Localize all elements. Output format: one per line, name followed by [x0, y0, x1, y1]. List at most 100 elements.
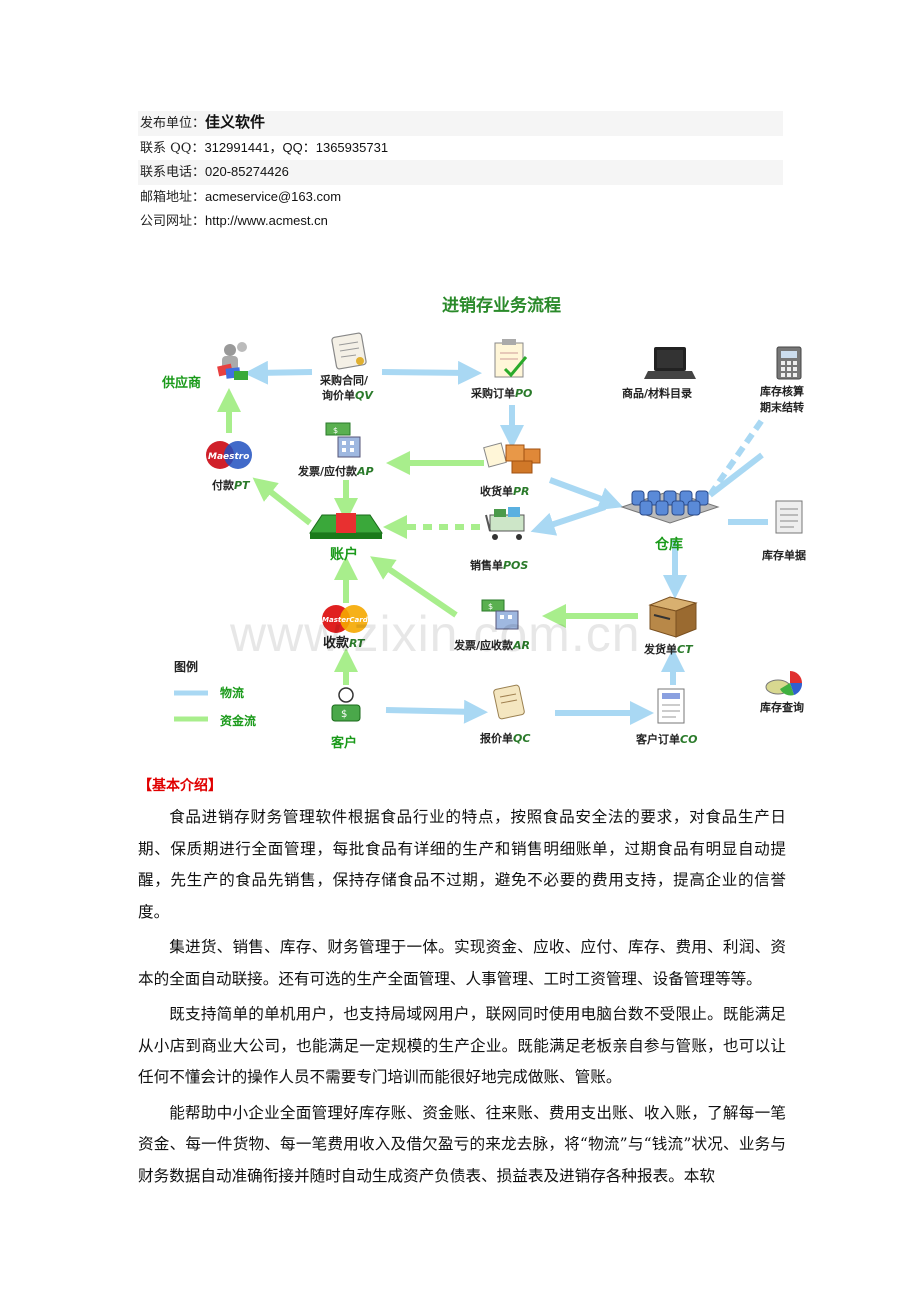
customer-order-label: 客户订单CO	[635, 732, 697, 746]
scroll-icon	[493, 684, 525, 720]
ap-node: $ 发票/应付款AP	[297, 422, 374, 478]
quote-label: 报价单QC	[480, 731, 530, 745]
catalog-node: 商品/材料目录	[622, 347, 696, 400]
supplier-icon	[217, 342, 248, 380]
website-label: 公司网址：	[140, 214, 206, 229]
receive-node: MasterCard 收款RT	[322, 605, 369, 651]
warehouse-label: 仓库	[654, 536, 683, 553]
publisher-value: 佳义软件	[205, 114, 266, 131]
website-row: 公司网址：http://www.acmest.cn	[138, 209, 783, 234]
publisher-label: 发布单位：	[140, 116, 206, 131]
legend: 图例 物流 资金流	[174, 659, 256, 728]
ship-node: 发货单CT	[643, 596, 698, 656]
inventory-query-label: 库存查询	[760, 700, 804, 714]
qq-label: 联系 QQ：	[140, 140, 205, 156]
legend-material-label: 物流	[220, 685, 244, 700]
qq-row: 联系 QQ：312991441，QQ：1365935731	[138, 136, 783, 161]
order-form-icon	[657, 688, 685, 724]
phone-label: 联系电话：	[140, 165, 206, 180]
ar-node: $ 发票/应收款AR	[453, 599, 530, 652]
intro-heading: 【基本介绍】	[138, 778, 222, 794]
email-value[interactable]: acmeservice@163.com	[205, 188, 342, 204]
phone-row: 联系电话：020-85274426	[138, 160, 783, 185]
arrow-account-to-pay	[252, 477, 312, 526]
arrow-warehouse-to-sales	[530, 504, 606, 536]
material-flow-arrows	[244, 360, 768, 725]
inventory-doc-label: 库存单据	[762, 548, 806, 562]
cash-register-icon	[309, 513, 383, 539]
diagram-title: 进销存业务流程	[442, 295, 561, 316]
contract-label-1: 采购合同/	[319, 373, 369, 387]
arrow-contract-to-po	[381, 360, 482, 385]
svg-text:$: $	[341, 709, 347, 720]
customer-label: 客户	[331, 735, 357, 751]
inventory-calc-node: 库存核算 期末结转	[760, 346, 804, 414]
shipping-box-icon	[648, 596, 698, 638]
arrow-ar-to-account	[370, 556, 458, 618]
database-stack-icon	[620, 490, 720, 524]
supplier-label: 供应商	[161, 375, 201, 391]
qq-value: 312991441，QQ：1365935731	[204, 139, 389, 155]
inventory-doc-node: 库存单据	[762, 500, 806, 562]
calculator-icon	[776, 346, 802, 380]
contract-node: 采购合同/ 询价单QV	[319, 332, 374, 402]
warehouse-node: 仓库	[620, 490, 720, 553]
svg-text:$: $	[333, 426, 338, 435]
supplier-node: 供应商	[161, 342, 248, 391]
pay-node: Maestro 付款PT	[206, 441, 252, 492]
mastercard-text: MasterCard	[322, 616, 369, 624]
account-node: 账户	[309, 513, 383, 563]
pie-chart-icon	[765, 671, 803, 696]
email-label: 邮箱地址：	[140, 189, 206, 205]
inventory-calc-label-1: 库存核算	[760, 384, 804, 398]
funds-flow-arrows	[217, 388, 638, 685]
inventory-query-node: 库存查询	[760, 671, 804, 714]
receipt-node: 收货单PR	[480, 442, 541, 498]
ar-label: 发票/应收款AR	[453, 638, 530, 652]
customer-order-node: 客户订单CO	[635, 688, 697, 746]
legend-funds-label: 资金流	[220, 713, 256, 728]
invoice-building-icon: $	[325, 422, 361, 458]
intro-paragraph: 既支持简单的单机用户，也支持局域网用户，联网同时使用电脑台数不受限止。既能满足从…	[138, 1005, 786, 1086]
phone-value: 020-85274426	[205, 164, 289, 179]
scroll-icon	[331, 332, 367, 370]
goods-boxes-icon	[483, 442, 541, 474]
maestro-text: Maestro	[208, 452, 249, 462]
arrow-contract-to-supplier	[244, 360, 313, 385]
receipt-label: 收货单PR	[480, 484, 530, 498]
contract-label-2: 询价单QV	[322, 388, 374, 402]
document-icon	[775, 500, 803, 534]
business-flow-diagram: 进销存业务流程 供应商	[161, 295, 806, 751]
svg-text:$: $	[488, 602, 493, 611]
intro-paragraph: 集进货、销售、库存、财务管理于一体。实现资金、应收、应付、库存、费用、利润、资本…	[138, 938, 786, 988]
publisher-row: 发布单位：佳义软件	[138, 111, 783, 136]
catalog-label: 商品/材料目录	[622, 386, 692, 400]
receive-label: 收款RT	[323, 635, 366, 651]
maestro-card-icon: Maestro	[206, 441, 252, 469]
customer-person-icon: $	[331, 687, 361, 722]
arrow-receipt-to-warehouse	[548, 477, 624, 511]
customer-node: $ 客户	[331, 687, 361, 751]
shopping-cart-icon	[485, 507, 525, 540]
inventory-calc-label-2: 期末结转	[760, 400, 804, 414]
contact-info: 发布单位：佳义软件 联系 QQ：312991441，QQ：1365935731 …	[138, 111, 783, 234]
intro-paragraph: 能帮助中小企业全面管理好库存账、资金账、往来账、费用支出账、收入账，了解每一笔资…	[138, 1103, 786, 1185]
sales-label: 销售单POS	[470, 558, 528, 572]
po-node: 采购订单PO	[470, 339, 532, 400]
intro-body: 食品进销存财务管理软件根据食品行业的特点，按照食品安全法的要求，对食品生产日期、…	[138, 802, 786, 1196]
sales-node: 销售单POS	[470, 507, 528, 572]
arrow-customer-to-quote	[385, 699, 488, 724]
clipboard-checklist-icon	[494, 339, 528, 378]
legend-title: 图例	[174, 659, 198, 674]
ap-label: 发票/应付款AP	[297, 464, 374, 478]
watermark: www.zixin.com.cn	[230, 606, 641, 662]
account-label: 账户	[330, 546, 358, 563]
laptop-icon	[644, 347, 696, 379]
website-value[interactable]: http://www.acmest.cn	[205, 213, 328, 228]
pay-label: 付款PT	[212, 478, 251, 492]
ship-label: 发货单CT	[643, 642, 694, 656]
mastercard-icon: MasterCard	[322, 605, 369, 633]
email-row: 邮箱地址：acmeservice@163.com	[138, 185, 783, 210]
intro-paragraph: 食品进销存财务管理软件根据食品行业的特点，按照食品安全法的要求，对食品生产日期、…	[138, 808, 786, 921]
dashed-warehouse-catalog	[708, 452, 764, 498]
